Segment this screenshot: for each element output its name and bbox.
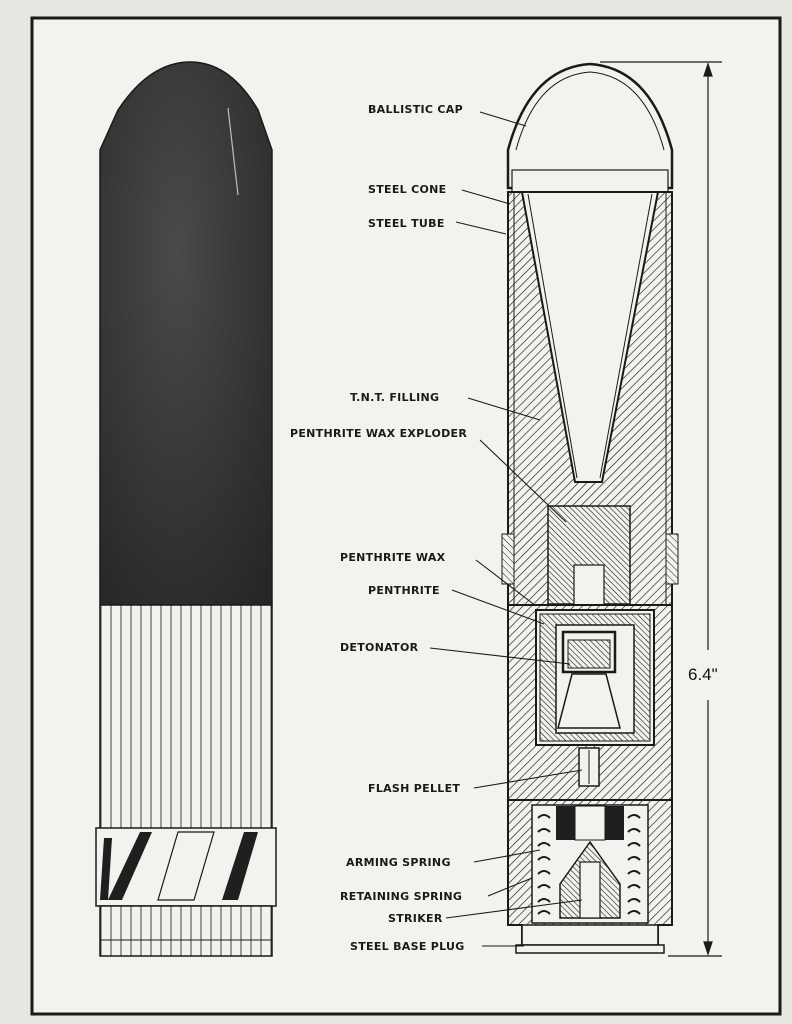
label-penthrite-wax-exploder: PENTHRITE WAX EXPLODER [290, 427, 467, 440]
steel-cone-liner [527, 193, 653, 479]
drive-band-rib [100, 838, 112, 900]
label-tnt-filling: T.N.T. FILLING [350, 391, 439, 404]
drive-band-rib [157, 831, 215, 901]
overall-length-dimension: 6.4" [688, 665, 718, 684]
arming-spring [537, 814, 641, 915]
body-band [665, 533, 679, 585]
cap-seat [511, 169, 669, 193]
base-plug-lip [515, 944, 665, 954]
drive-band-rib [222, 832, 258, 900]
section-view [501, 62, 679, 954]
leader-retaining-spring [487, 877, 533, 897]
label-penthrite: PENTHRITE [368, 584, 440, 597]
label-penthrite-wax: PENTHRITE WAX [340, 551, 446, 564]
label-steel-base-plug: STEEL BASE PLUG [350, 940, 465, 953]
leader-penthrite-wax [475, 559, 537, 607]
leader-steel-cone [461, 189, 511, 205]
leader-penthrite [451, 589, 545, 625]
label-retaining-spring: RETAINING SPRING [340, 890, 462, 903]
detonator-shaped-charge [557, 673, 621, 729]
shell-base [99, 905, 273, 957]
label-steel-cone: STEEL CONE [368, 183, 446, 196]
leader-detonator [429, 647, 571, 665]
shell-fluted-sleeve [99, 604, 273, 831]
leader-ballistic-cap [479, 111, 527, 127]
leader-arming-spring [473, 849, 541, 863]
arming-sleeve-slot [574, 805, 606, 841]
drive-band-rib [108, 832, 152, 900]
striker-pin [579, 861, 601, 919]
shell-highlight [227, 107, 239, 196]
steel-cone [520, 191, 660, 483]
ballistic-cap [506, 62, 674, 190]
exploder-cavity [573, 564, 605, 606]
label-ballistic-cap: BALLISTIC CAP [368, 103, 463, 116]
label-striker: STRIKER [388, 912, 443, 925]
label-steel-tube: STEEL TUBE [368, 217, 445, 230]
leader-lines [429, 111, 583, 947]
part-labels: BALLISTIC CAP STEEL CONE STEEL TUBE T.N.… [290, 103, 467, 953]
leader-tnt-filling [467, 397, 541, 421]
dimension-line [600, 61, 722, 957]
label-arming-spring: ARMING SPRING [346, 856, 451, 869]
detonator [567, 639, 611, 669]
leader-flash-pellet [473, 769, 583, 789]
label-flash-pellet: FLASH PELLET [368, 782, 460, 795]
leader-steel-tube [455, 221, 507, 235]
leader-exploder [479, 439, 567, 523]
body-band [501, 533, 515, 585]
shell-upper-body [99, 61, 273, 606]
label-detonator: DETONATOR [340, 641, 419, 654]
steel-base-plug [521, 924, 659, 946]
leader-striker [445, 899, 583, 919]
external-view [95, 61, 277, 957]
ballistic-cap-inner [515, 71, 665, 151]
